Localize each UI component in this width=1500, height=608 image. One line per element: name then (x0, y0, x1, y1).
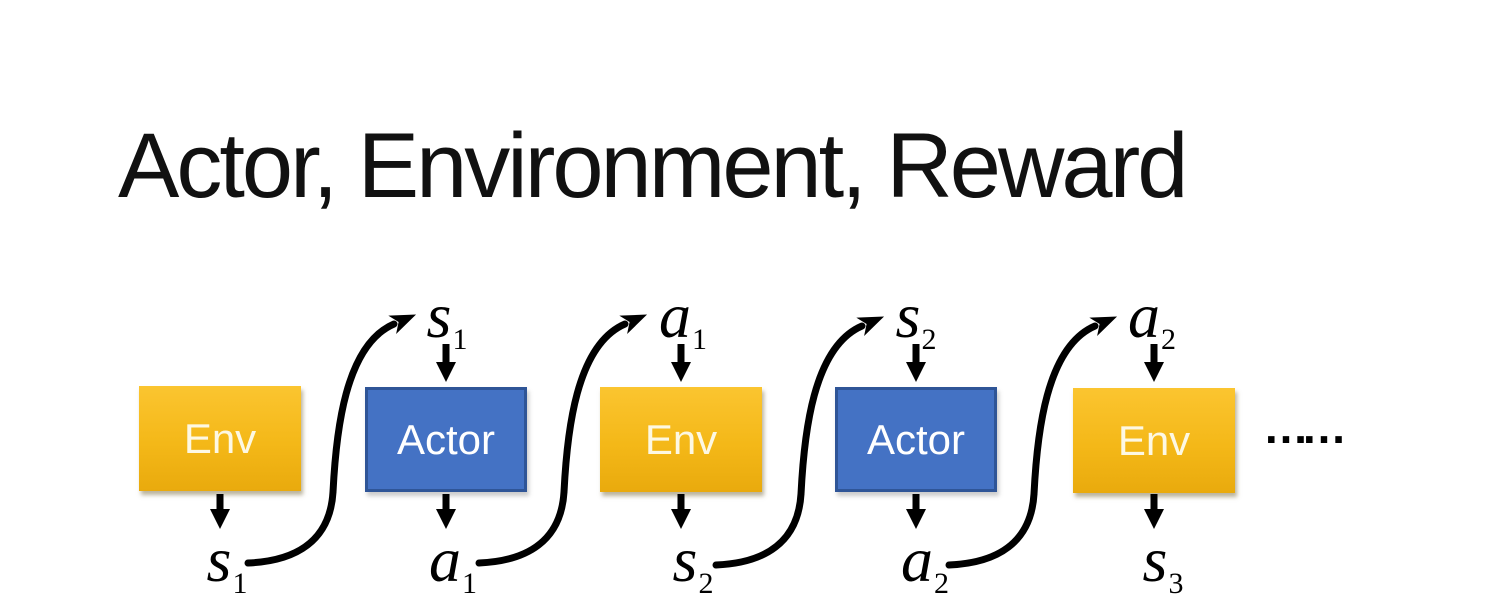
top-label-s2: s2 (896, 284, 937, 355)
math-sub: 1 (232, 567, 248, 600)
math-sub: 2 (934, 567, 949, 600)
env-box-2: Env (600, 387, 762, 492)
math-base: a (1128, 280, 1160, 351)
bottom-label-s2: s2 (673, 528, 714, 599)
env-box-2-label: Env (644, 415, 718, 463)
ellipsis-dots: …… (1263, 401, 1347, 453)
top-label-s1: s1 (427, 284, 468, 355)
math-sub: 1 (452, 323, 468, 356)
math-sub: 1 (692, 323, 707, 356)
bottom-label-a1: a1 (429, 528, 477, 599)
math-base: s (1142, 524, 1168, 595)
math-sub: 2 (921, 323, 937, 356)
actor-box-2-label: Actor (866, 415, 966, 463)
math-sub: 2 (1161, 323, 1176, 356)
math-base: s (672, 524, 698, 595)
math-base: a (901, 524, 933, 595)
env-box-3-label: Env (1117, 416, 1191, 464)
bottom-label-s3: s3 (1143, 528, 1184, 599)
math-base: a (659, 280, 691, 351)
actor-box-1: Actor (365, 387, 527, 492)
actor-box-1-label: Actor (396, 415, 496, 463)
top-label-a1: a1 (659, 284, 707, 355)
math-sub: 3 (1168, 567, 1184, 600)
math-base: s (426, 280, 452, 351)
math-base: s (206, 524, 232, 595)
bottom-label-s1: s1 (207, 528, 248, 599)
math-sub: 2 (698, 567, 714, 600)
env-box-1: Env (139, 386, 301, 491)
bottom-label-a2: a2 (901, 528, 949, 599)
actor-box-2: Actor (835, 387, 997, 492)
env-box-1-label: Env (183, 414, 257, 462)
top-label-a2: a2 (1128, 284, 1176, 355)
slide-title: Actor, Environment, Reward (118, 115, 1188, 217)
env-box-3: Env (1073, 388, 1235, 493)
math-sub: 1 (462, 567, 477, 600)
math-base: s (895, 280, 921, 351)
math-base: a (429, 524, 461, 595)
